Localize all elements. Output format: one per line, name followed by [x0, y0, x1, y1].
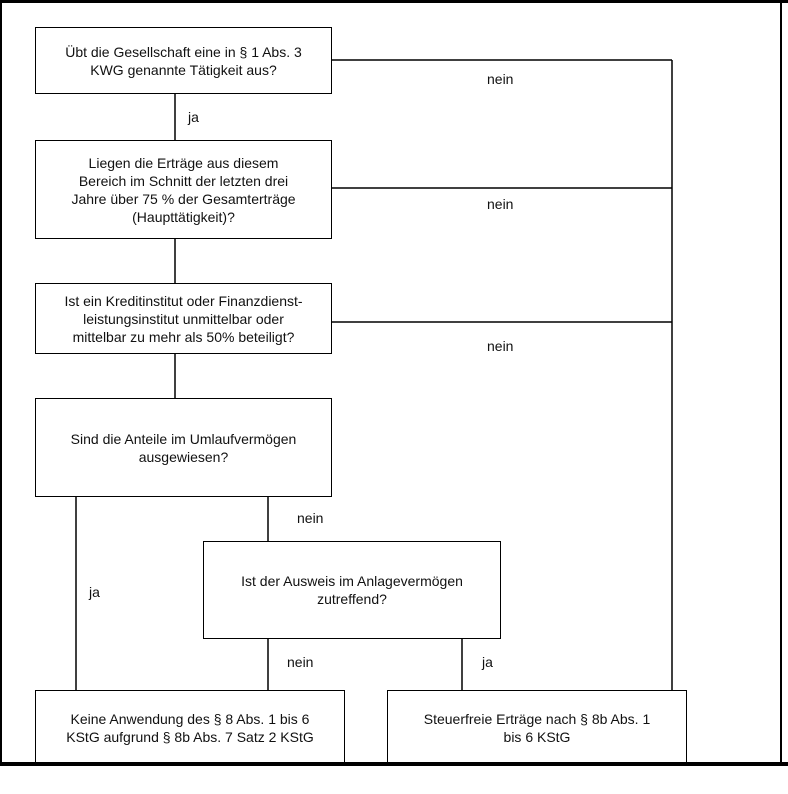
question-node-4-text: Sind die Anteile im Umlaufvermögen ausge…: [70, 430, 297, 465]
question-node-5-text: Ist der Ausweis im Anlagevermögen zutref…: [241, 573, 463, 607]
edge-label-q2-nein: nein: [487, 196, 514, 212]
edge-label-q4-nein: nein: [297, 510, 324, 526]
result-node-2-text: Steuerfreie Erträge nach § 8b Abs. 1 bis…: [423, 711, 651, 745]
result-node-1: Keine Anwendung des § 8 Abs. 1 bis 6 KSt…: [35, 690, 345, 766]
result-node-2: Steuerfreie Erträge nach § 8b Abs. 1 bis…: [387, 690, 687, 766]
result-node-1-text: Keine Anwendung des § 8 Abs. 1 bis 6 KSt…: [66, 711, 314, 745]
edge-label-q1-nein: nein: [487, 71, 514, 87]
question-node-2-text: Liegen die Erträge aus diesem Bereich im…: [71, 154, 296, 225]
edge-label-q4-ja: ja: [89, 584, 100, 600]
question-node-3-text: Ist ein Kreditinstitut oder Finanzdienst…: [64, 292, 303, 345]
question-node-1-text: Übt die Gesellschaft eine in § 1 Abs. 3 …: [65, 43, 302, 78]
frame-right-border: [780, 0, 782, 766]
question-node-5: Ist der Ausweis im Anlagevermögen zutref…: [203, 541, 501, 639]
frame-top-border: [0, 0, 788, 3]
frame-left-border: [0, 0, 2, 766]
edge-label-q5-nein: nein: [287, 654, 314, 670]
frame-bottom-border: [0, 762, 788, 766]
question-node-2: Liegen die Erträge aus diesem Bereich im…: [35, 140, 332, 239]
question-node-3: Ist ein Kreditinstitut oder Finanzdienst…: [35, 283, 332, 354]
question-node-1: Übt die Gesellschaft eine in § 1 Abs. 3 …: [35, 27, 332, 94]
edge-label-q5-ja: ja: [482, 654, 493, 670]
question-node-4: Sind die Anteile im Umlaufvermögen ausge…: [35, 398, 332, 497]
edge-label-q3-nein: nein: [487, 338, 514, 354]
edge-label-q1-ja: ja: [188, 109, 199, 125]
